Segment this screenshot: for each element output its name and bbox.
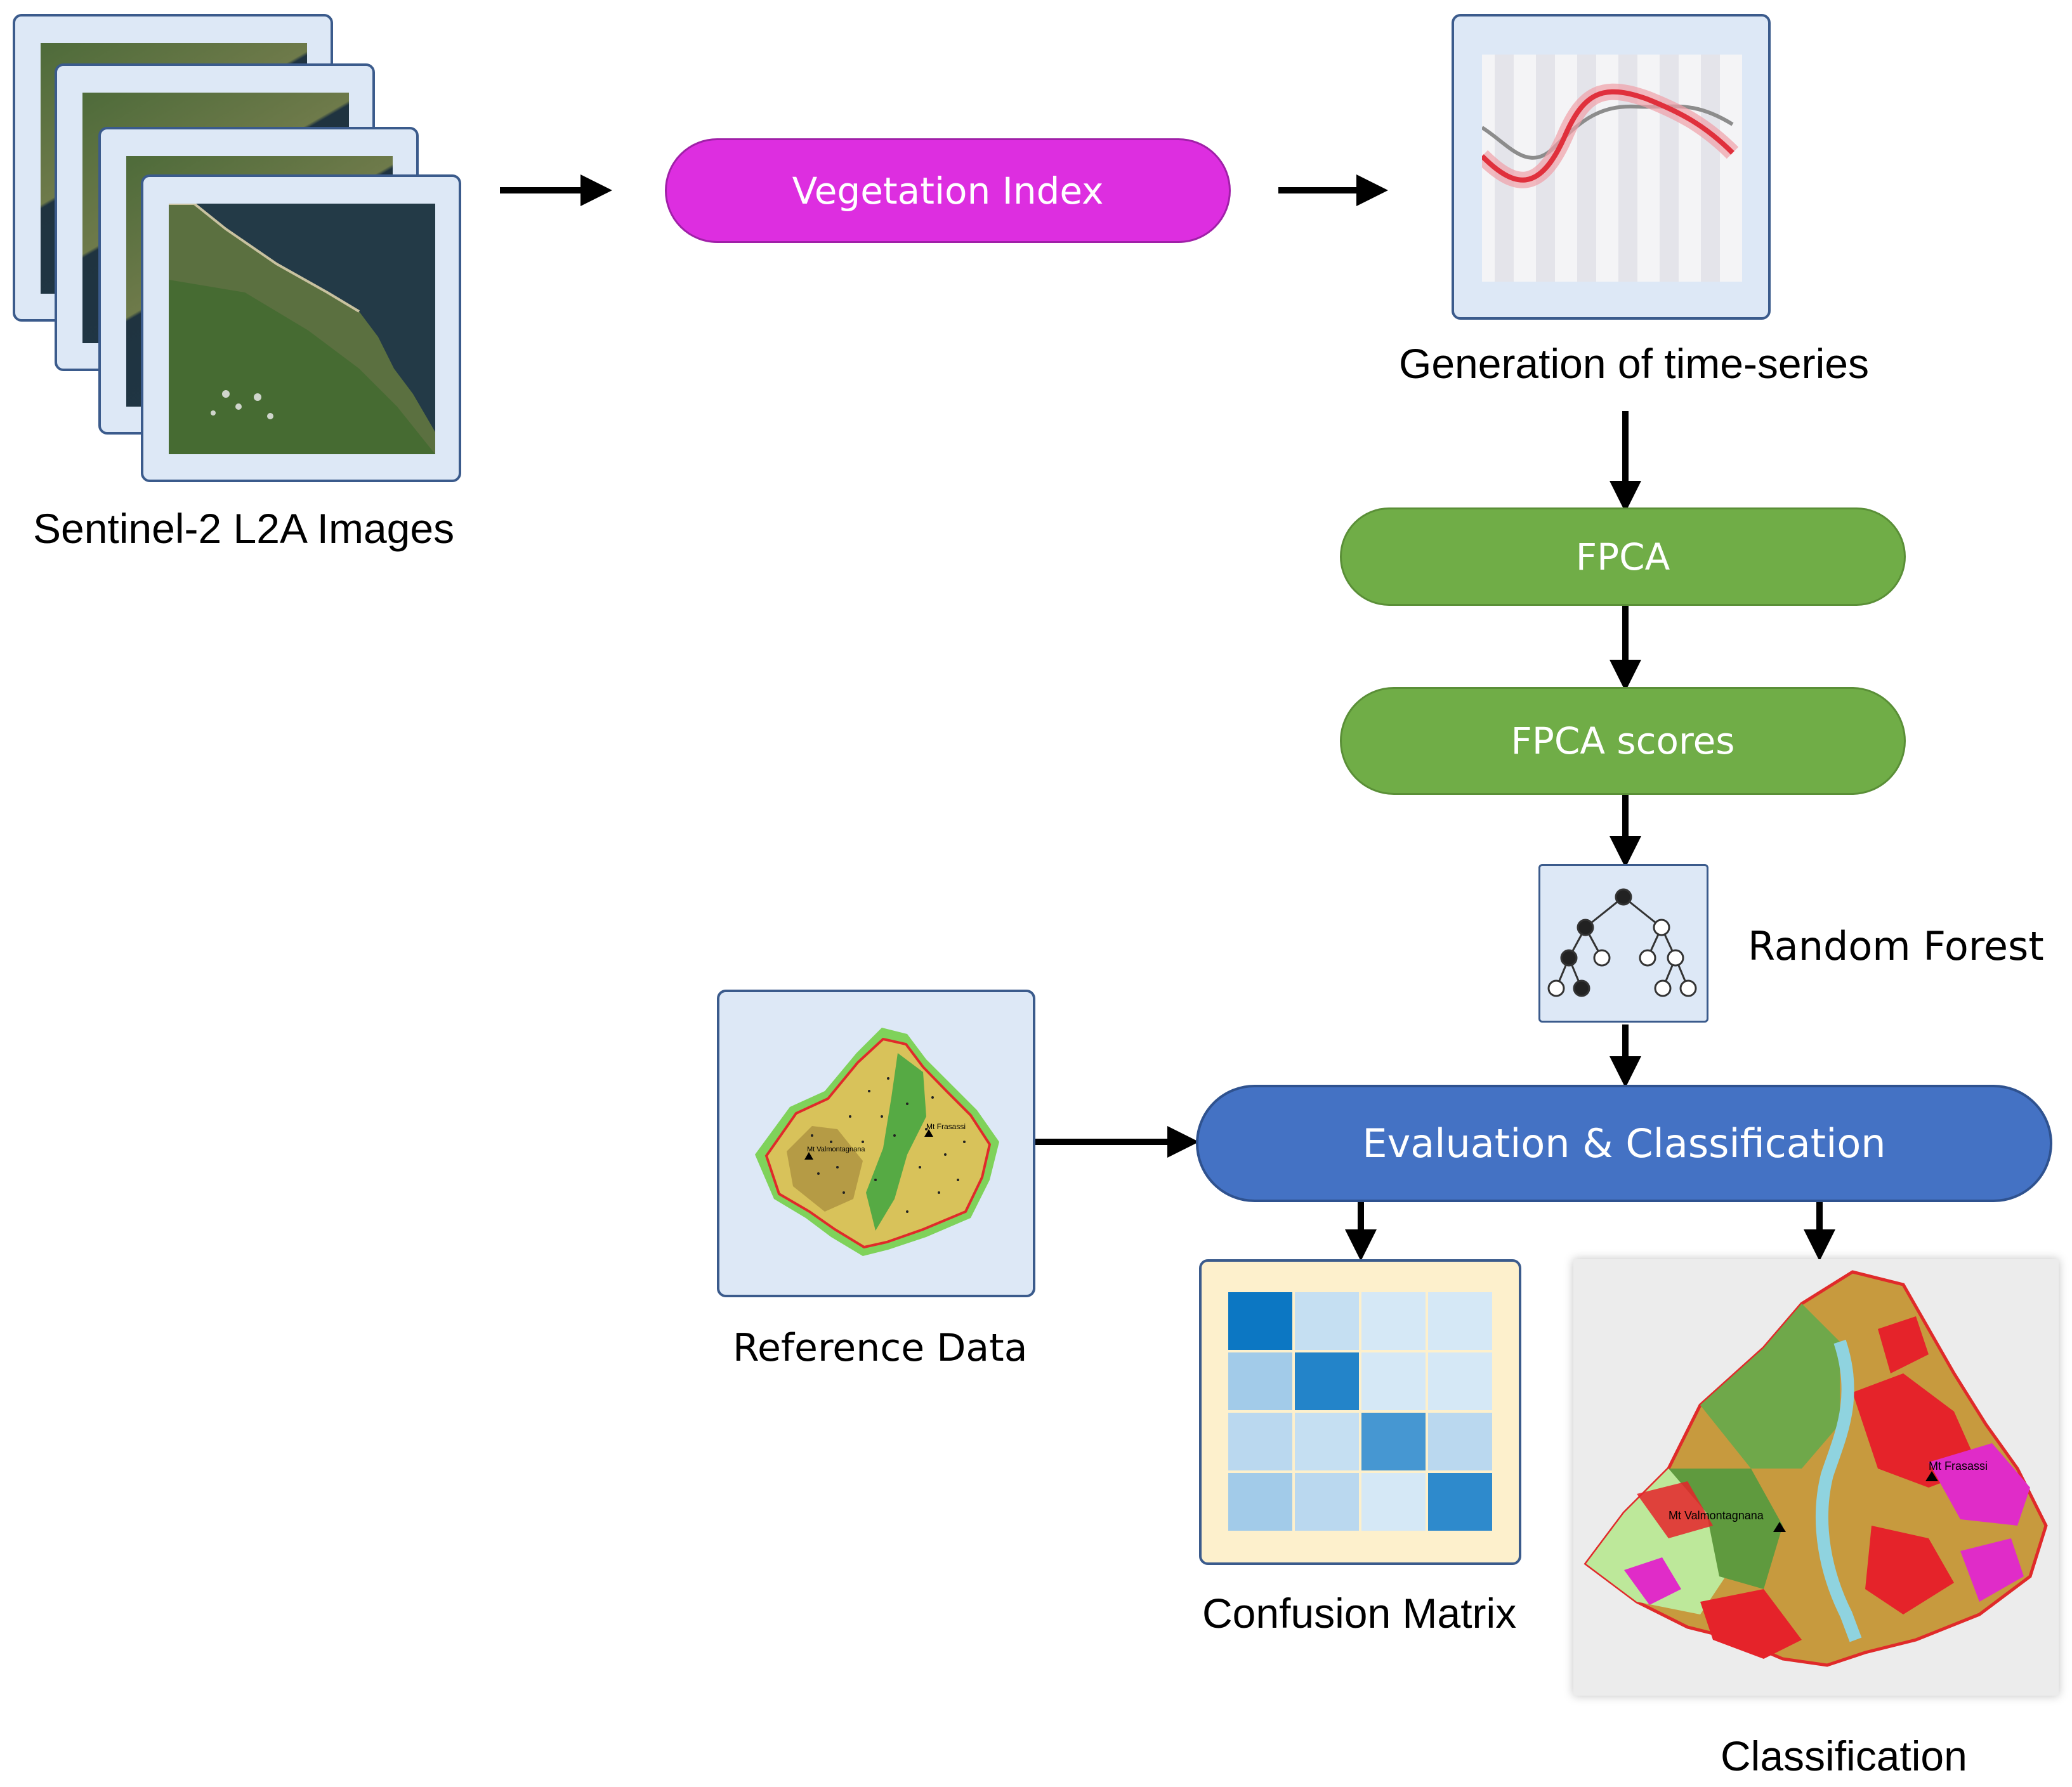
- map-label-peak-east: Mt Frasassi: [926, 1122, 966, 1131]
- map-label-peak-east: Mt Frasassi: [1929, 1460, 1988, 1472]
- time-series-frame: [1452, 14, 1771, 320]
- random-forest-label: Random Forest: [1748, 923, 2044, 969]
- time-series-label: Generation of time-series: [1399, 340, 1869, 387]
- fpca-node: FPCA: [1340, 507, 1906, 606]
- confusion-matrix-cell: [1428, 1352, 1492, 1410]
- reference-data-frame: Mt Valmontagnana Mt Frasassi: [717, 990, 1035, 1297]
- confusion-matrix-cell: [1361, 1413, 1426, 1470]
- confusion-matrix-cell: [1361, 1292, 1426, 1350]
- confusion-matrix-frame: [1199, 1259, 1521, 1565]
- reference-data-label: Reference Data: [733, 1326, 1028, 1370]
- confusion-matrix-cell: [1428, 1473, 1492, 1531]
- satellite-image: [169, 204, 435, 454]
- vegetation-index-node: Vegetation Index: [665, 138, 1231, 243]
- confusion-matrix-cell: [1428, 1413, 1492, 1470]
- confusion-matrix-cell: [1228, 1413, 1292, 1470]
- reference-map: Mt Valmontagnana Mt Frasassi: [755, 1028, 999, 1256]
- map-label-peak-west: Mt Valmontagnana: [807, 1146, 865, 1153]
- sentinel-image-frame: [141, 174, 461, 482]
- confusion-matrix-cell: [1295, 1473, 1359, 1531]
- classification-label: Classification: [1721, 1732, 1967, 1779]
- random-forest-frame: [1538, 864, 1708, 1023]
- confusion-matrix-cell: [1295, 1413, 1359, 1470]
- confusion-matrix-cell: [1295, 1292, 1359, 1350]
- fpca-label: FPCA: [1575, 535, 1670, 579]
- confusion-matrix-cell: [1428, 1292, 1492, 1350]
- evaluation-label: Evaluation & Classification: [1362, 1120, 1886, 1167]
- vegetation-index-label: Vegetation Index: [792, 169, 1104, 213]
- sentinel-label: Sentinel-2 L2A Images: [33, 505, 455, 552]
- confusion-matrix-label: Confusion Matrix: [1202, 1590, 1517, 1637]
- confusion-matrix-cell: [1361, 1352, 1426, 1410]
- confusion-matrix-cell: [1361, 1473, 1426, 1531]
- confusion-matrix-cell: [1228, 1292, 1292, 1350]
- confusion-matrix-cell: [1228, 1352, 1292, 1410]
- fpca-scores-label: FPCA scores: [1511, 719, 1735, 763]
- map-label-peak-west: Mt Valmontagnana: [1669, 1509, 1764, 1522]
- confusion-matrix-grid: [1228, 1292, 1492, 1531]
- time-series-thumbnail: [1482, 55, 1742, 282]
- classification-map: Mt Valmontagnana Mt Frasassi: [1573, 1259, 2059, 1696]
- confusion-matrix-cell: [1228, 1473, 1292, 1531]
- confusion-matrix-cell: [1295, 1352, 1359, 1410]
- curve: [1482, 89, 1734, 183]
- fpca-scores-node: FPCA scores: [1340, 687, 1906, 795]
- decision-tree-icon: [1547, 888, 1697, 997]
- classification-frame: Mt Valmontagnana Mt Frasassi: [1573, 1259, 2059, 1696]
- evaluation-node: Evaluation & Classification: [1196, 1085, 2052, 1202]
